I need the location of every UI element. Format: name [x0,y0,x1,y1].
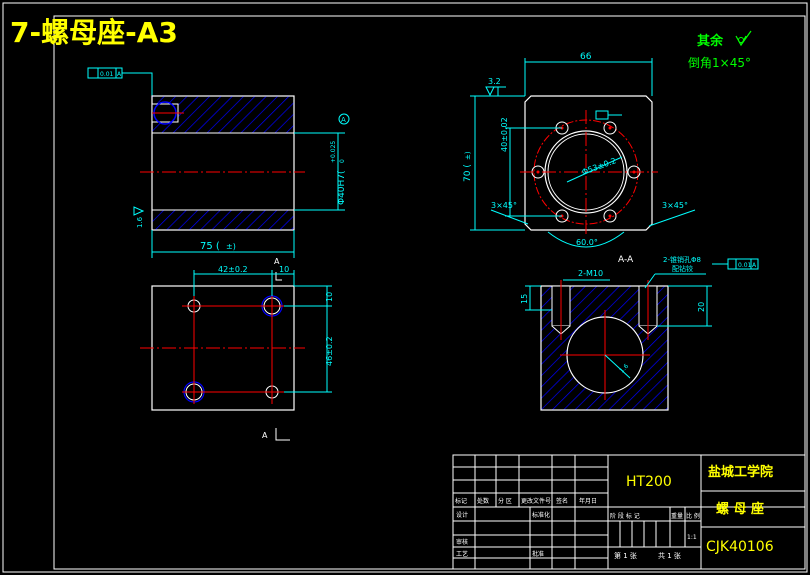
finish-note: 其余 [697,33,724,49]
section-view: A-A 2-M10 1.6 15 20 2-锥销孔Φ8 配钻铰 [520,255,759,411]
length-dim: 75 ( [200,241,220,252]
datum-label: A [341,116,346,124]
pin-note2: 配钻铰 [672,264,693,273]
part-name: 螺 母 座 [716,501,764,517]
height-suffix: ±) [464,151,472,160]
flatness-datum: A [117,71,122,78]
front-view: 0.01 A Φ40H7( +0.025 0 A 1.6 [87,67,350,258]
dim-10a: 10 [279,265,289,274]
roughness-left: 1.6 [136,216,144,228]
material-label: HT200 [626,474,672,490]
height-dim: 70 ( [463,164,473,182]
roughness-icon [735,30,752,47]
chamfer-left: 3×45° [491,201,517,210]
dim-15: 15 [520,294,529,304]
svg-text:标准化: 标准化 [532,511,550,519]
hole-spacing: 40±0.02 [500,117,509,152]
dim-10b: 10 [325,292,334,302]
svg-text:处数: 处数 [477,497,489,505]
weight-label: 重量 [671,512,683,520]
flatness-value: 0.01 [100,71,114,78]
width-dim: 66 [580,52,592,62]
svg-text:标记: 标记 [455,497,467,505]
school-label: 盐城工学院 [708,464,773,480]
svg-text:年月日: 年月日 [579,497,597,505]
datum-marker [338,113,350,125]
svg-text:批准: 批准 [532,550,544,558]
sheet-total: 共 1 张 [658,551,681,560]
svg-text:设计: 设计 [456,511,468,519]
dim-46: 46±0.2 [325,336,334,366]
svg-text:审核: 审核 [456,538,468,546]
roughness-top: 3.2 [488,77,501,86]
stage-label: 阶 段 标 记 [610,512,640,520]
top-section-label: A [274,257,280,266]
svg-text:分 区: 分 区 [498,497,512,505]
scale-label: 比 例 [686,512,700,520]
section-roughness: 1.6 [618,363,630,375]
side-view: 3.2 66 Φ53±0.2 [463,52,696,248]
drawing-title: 7-螺母座-A3 [10,16,178,49]
dim-42: 42±0.2 [218,265,248,274]
dim-20: 20 [697,302,706,312]
drawing-number: CJK40106 [706,539,774,555]
section-marker: A [262,431,268,440]
sheet-number: 第 1 张 [614,551,637,560]
bore-tol2: 0 [339,159,346,163]
inner-border [53,15,806,570]
bore-dim: Φ40H7( [337,170,347,205]
thread-label: 2-M10 [578,269,603,278]
hatch-bottom [151,209,295,231]
chamfer-right: 3×45° [662,201,688,210]
chamfer-note: 倒角1×45° [688,56,751,70]
bore-tol: +0.025 [330,141,337,163]
section-flatness-ref: A [752,262,757,269]
svg-text:签名: 签名 [556,497,568,505]
svg-text:工艺: 工艺 [456,550,468,558]
length-suffix: ±) [226,242,236,251]
pin-note: 2-锥销孔Φ8 [663,255,701,264]
section-label: A-A [618,255,634,265]
revision-header-row: 标记 处数 分 区 更改文件号 签名 年月日 [455,497,597,505]
title-block [452,454,806,570]
roughness-circle-icon [738,37,744,43]
scale-value: 1:1 [687,534,697,541]
section-flatness: 0.01 [738,262,752,269]
top-view: A 42±0.2 10 10 46±0.2 A [140,257,334,441]
svg-text:更改文件号: 更改文件号 [521,497,551,505]
angle-dim: 60.0° [576,238,598,247]
signature-labels: 设计 标准化 审核 工艺 批准 [456,511,550,558]
side-body [524,95,653,231]
